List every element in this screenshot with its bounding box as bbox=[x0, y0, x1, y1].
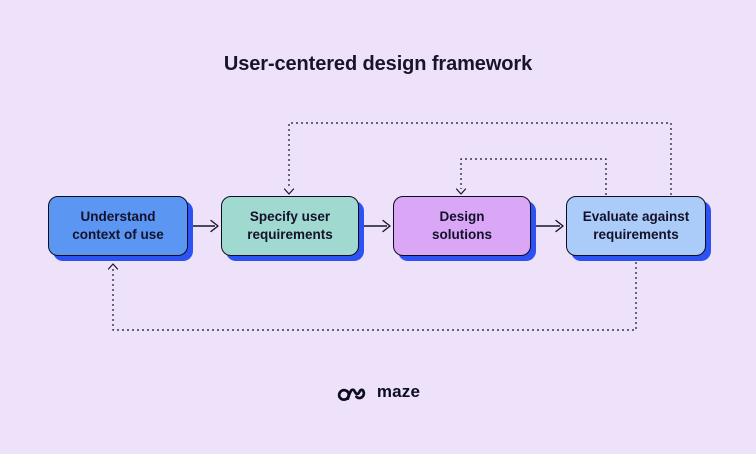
flow-step-label: Design solutions bbox=[432, 208, 492, 244]
feedback-line bbox=[112, 262, 637, 331]
flow-step-design: Design solutions bbox=[393, 196, 531, 256]
arrowhead-right-icon bbox=[382, 219, 391, 233]
label-line-1: Specify user bbox=[249, 208, 331, 224]
arrow-design-to-evaluate bbox=[536, 219, 564, 233]
label-line-2: solutions bbox=[432, 227, 492, 242]
feedback-evaluate-to-specify bbox=[283, 122, 672, 195]
arrow-specify-to-design bbox=[364, 219, 391, 233]
feedback-evaluate-to-design bbox=[455, 158, 607, 195]
flow-step-label: Specify user requirements bbox=[247, 208, 333, 244]
label-line-1: Understand bbox=[80, 208, 156, 224]
arrowhead-down-icon bbox=[455, 188, 467, 195]
maze-logo: maze bbox=[0, 381, 756, 403]
arrowhead-right-icon bbox=[555, 219, 564, 233]
maze-logo-text: maze bbox=[376, 382, 421, 401]
arrowhead-down-icon bbox=[283, 188, 295, 195]
label-line-1: Evaluate against bbox=[582, 208, 690, 224]
flow-step-label: Understand context of use bbox=[72, 208, 164, 244]
feedback-line bbox=[460, 158, 607, 195]
flow-step-specify: Specify user requirements bbox=[221, 196, 359, 256]
label-line-1: Design bbox=[439, 208, 485, 224]
label-line-2: context of use bbox=[72, 227, 164, 242]
maze-logo-icon bbox=[337, 388, 366, 401]
arrowhead-right-icon bbox=[210, 219, 219, 233]
label-line-2: requirements bbox=[247, 227, 333, 242]
page-title: User-centered design framework bbox=[223, 53, 533, 75]
arrow-understand-to-specify bbox=[191, 219, 219, 233]
label-line-2: requirements bbox=[593, 227, 679, 242]
feedback-evaluate-to-understand bbox=[107, 262, 637, 331]
flow-step-evaluate: Evaluate against requirements bbox=[566, 196, 706, 256]
flow-step-understand: Understand context of use bbox=[48, 196, 188, 256]
feedback-line bbox=[288, 122, 672, 195]
arrowhead-up-icon bbox=[107, 263, 119, 270]
flow-step-label: Evaluate against requirements bbox=[583, 208, 690, 244]
